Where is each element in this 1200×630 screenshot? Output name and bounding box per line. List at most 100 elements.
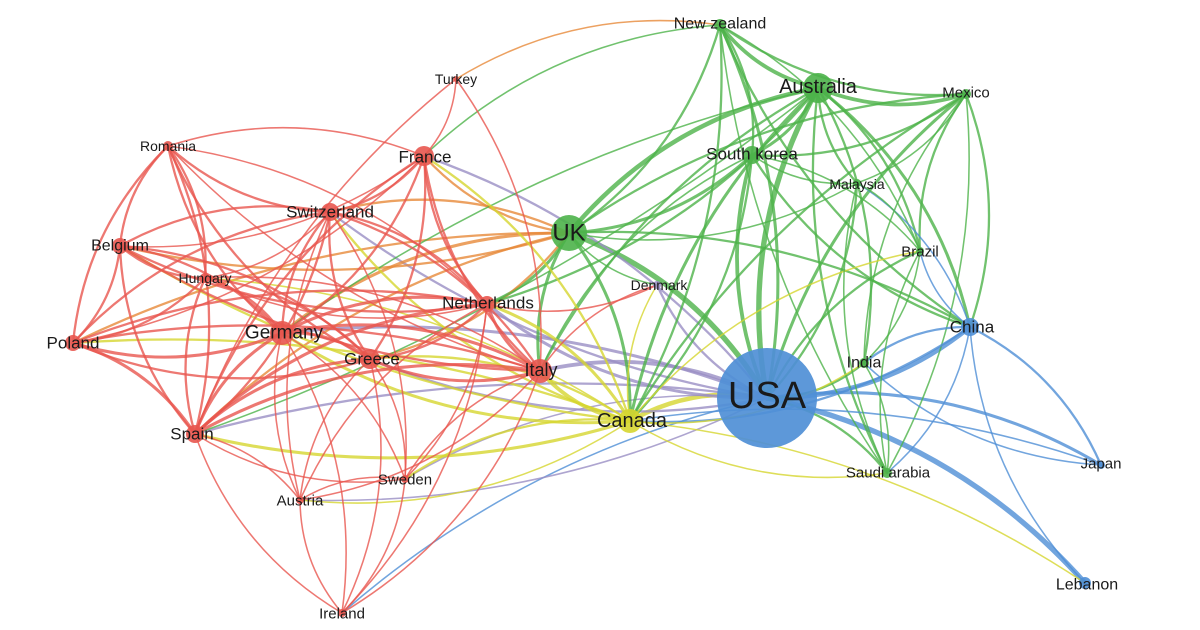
edge-sweden-ireland <box>341 478 406 614</box>
label-switzerland: Switzerland <box>286 203 374 222</box>
edge-uk-southkorea <box>567 153 754 235</box>
edge-australia-germany <box>281 87 819 334</box>
edge-netherlands-ireland <box>341 303 488 614</box>
edge-greece-austria <box>299 358 371 501</box>
edge-italy-turkey <box>455 78 542 372</box>
node-saudiarabia <box>882 468 892 478</box>
node-romania <box>163 141 173 151</box>
label-poland: Poland <box>47 334 100 353</box>
label-japan: Japan <box>1081 456 1122 473</box>
edge-uk-canada <box>567 231 632 423</box>
edge-china-lebanon <box>969 326 1086 584</box>
label-india: India <box>847 355 882 372</box>
edge-austria-ireland <box>299 499 343 614</box>
node-southkorea <box>743 146 761 164</box>
edge-malaysia-saudiarabia <box>843 182 888 474</box>
edge-mexico-malaysia <box>856 93 967 184</box>
edge-china-malaysia <box>856 182 971 328</box>
edge-usa-lebanon <box>764 395 1088 586</box>
edge-newzealand-france <box>423 24 721 157</box>
node-china <box>961 318 979 336</box>
edge-usa-mexico <box>765 92 968 400</box>
edge-greece-ireland <box>341 358 382 614</box>
label-usa: USA <box>728 375 807 417</box>
edge-italy-poland <box>71 324 542 373</box>
edge-spain-belgium <box>118 244 197 436</box>
label-china: China <box>950 318 995 337</box>
edge-poland-france <box>72 155 425 344</box>
node-italy <box>528 359 552 383</box>
edge-usa-japan <box>765 391 1103 467</box>
edge-australia-canada <box>628 86 820 423</box>
edge-usa-newzealand <box>718 23 780 400</box>
edge-germany-switzerland <box>280 210 332 335</box>
label-mexico: Mexico <box>942 85 990 102</box>
label-newzealand: New zealand <box>674 16 767 33</box>
edge-romania-switzerland <box>166 144 332 214</box>
edge-netherlands-romania <box>167 145 488 305</box>
label-germany: Germany <box>245 323 324 344</box>
node-denmark <box>653 281 661 289</box>
label-turkey: Turkey <box>435 71 477 87</box>
edge-italy-austria <box>299 370 541 501</box>
label-austria: Austria <box>277 493 324 510</box>
edge-australia-mexico <box>816 86 968 107</box>
edge-italy-hungary <box>204 276 541 372</box>
edge-uk-malaysia <box>568 182 858 241</box>
node-hungary <box>200 273 210 283</box>
label-spain: Spain <box>170 425 213 444</box>
edge-canada-denmark <box>626 284 658 422</box>
edge-greece-romania <box>166 144 372 361</box>
edge-china-japan <box>968 325 1103 467</box>
node-poland <box>65 335 81 351</box>
label-sweden: Sweden <box>378 472 432 489</box>
edge-poland-hungary <box>71 276 207 345</box>
edge-belgium-switzerland <box>118 205 332 248</box>
edge-netherlands-greece <box>368 302 489 361</box>
node-canada <box>618 409 642 433</box>
node-austria <box>296 496 304 504</box>
edge-australia-italy <box>538 86 820 373</box>
edge-switzerland-france <box>328 154 426 214</box>
node-layer <box>65 19 1105 617</box>
edge-newzealand-brazil <box>719 24 921 252</box>
label-denmark: Denmark <box>631 277 689 293</box>
edge-australia-india <box>816 86 873 365</box>
edge-germany-sweden <box>281 332 406 480</box>
label-canada: Canada <box>597 410 668 432</box>
edge-spain-romania <box>166 144 211 436</box>
edge-germany-france <box>280 154 426 335</box>
edge-usa-spain <box>193 382 769 436</box>
edge-australia-netherlands <box>485 86 820 306</box>
label-romania: Romania <box>140 138 196 154</box>
edge-japan-canada <box>629 408 1102 466</box>
edge-usa-greece <box>368 357 769 413</box>
edge-layer <box>71 19 1103 614</box>
edge-lebanon-canada <box>629 420 1086 584</box>
edge-turkey-newzealand <box>455 19 721 80</box>
label-lebanon: Lebanon <box>1056 577 1118 594</box>
node-spain <box>186 425 204 443</box>
edge-greece-france <box>368 154 427 361</box>
edge-australia-saudiarabia <box>811 86 889 475</box>
edge-uk-switzerland <box>328 198 571 235</box>
edge-canada-brazil <box>629 250 921 422</box>
edge-germany-ireland <box>281 332 347 614</box>
label-greece: Greece <box>344 350 400 369</box>
edge-uk-greece <box>368 231 571 361</box>
edge-romania-hungary <box>166 144 207 280</box>
edge-newzealand-southkorea <box>718 23 755 157</box>
edge-canada-spain <box>193 419 632 460</box>
node-france <box>414 146 434 166</box>
edge-switzerland-austria <box>286 211 331 501</box>
edge-romania-france <box>167 126 425 157</box>
edge-australia-brazil <box>816 86 922 253</box>
edge-australia-spain <box>194 87 819 435</box>
node-turkey <box>453 76 459 82</box>
label-hungary: Hungary <box>179 270 232 286</box>
edge-southkorea-china <box>750 153 972 329</box>
edge-canada-saudiarabia <box>629 420 888 479</box>
edge-belgium-romania <box>118 144 170 248</box>
edge-japan-india <box>863 362 1102 466</box>
